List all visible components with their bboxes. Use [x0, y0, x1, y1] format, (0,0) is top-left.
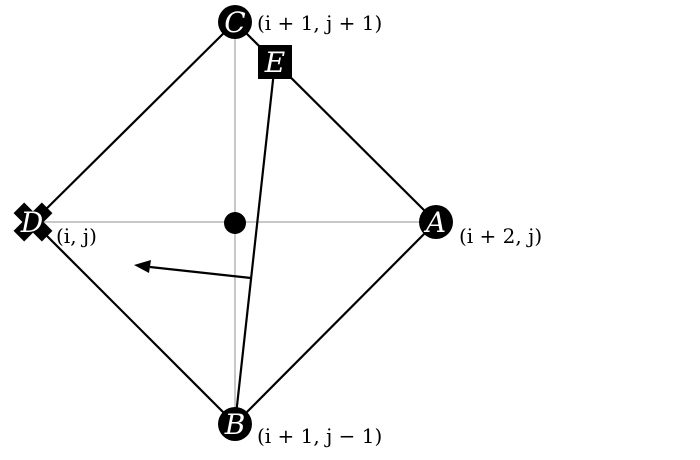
normal-vector-arrowhead	[134, 260, 151, 273]
node-e-marker	[258, 45, 292, 79]
node-c: C	[218, 5, 252, 39]
node-e: E	[258, 45, 292, 79]
node-d-cross-marker	[13, 202, 53, 242]
node-b: B	[218, 407, 252, 441]
normal-vector-line	[149, 265, 252, 280]
node-d: D	[13, 202, 53, 242]
node-a-letter: A	[423, 206, 446, 239]
node-a-marker	[419, 205, 453, 239]
node-a-coord-label: (i + 2, j)	[459, 224, 542, 248]
node-b-letter: B	[224, 408, 246, 441]
edge-c-d	[32, 21, 236, 223]
node-b-coord-label: (i + 1, j − 1)	[257, 424, 382, 448]
node-e-letter: E	[264, 46, 285, 79]
node-d-coord-label: (i, j)	[56, 224, 97, 248]
edge-d-b	[32, 221, 236, 425]
node-c-letter: C	[224, 6, 245, 39]
node-a: A	[419, 205, 453, 239]
edge-b-a	[234, 221, 437, 425]
node-b-marker	[218, 407, 252, 441]
node-c-coord-label: (i + 1, j + 1)	[257, 11, 382, 35]
edge-e-b	[233, 61, 277, 425]
node-c-marker	[218, 5, 252, 39]
node-d-letter: D	[20, 206, 43, 239]
cell-center-dot	[224, 212, 246, 234]
